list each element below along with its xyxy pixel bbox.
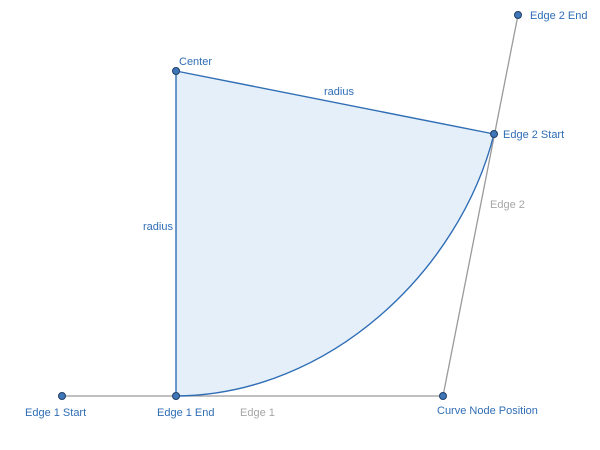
edge-1-label: Edge 1 — [240, 407, 275, 419]
arc-curve — [175, 133, 495, 397]
edge-1-end-point[interactable] — [172, 392, 180, 400]
edge-2-label: Edge 2 — [490, 199, 525, 211]
edge-2-end-label: Edge 2 End — [530, 10, 588, 22]
edge-2-line — [442, 14, 519, 397]
radius-top-label: radius — [324, 86, 354, 98]
edge-2-end-point[interactable] — [514, 11, 522, 19]
edge-1-start-label: Edge 1 Start — [25, 407, 86, 419]
radius-top-line — [175, 70, 495, 135]
center-label: Center — [179, 56, 212, 68]
edge-1-start-point[interactable] — [58, 392, 66, 400]
radius-left-label: radius — [143, 221, 173, 233]
edge-2-start-point[interactable] — [490, 130, 498, 138]
curve-node-label: Curve Node Position — [437, 405, 538, 417]
edge-1-end-label: Edge 1 End — [157, 407, 215, 419]
edge-2-start-label: Edge 2 Start — [503, 129, 564, 141]
filled-sector — [176, 71, 494, 396]
curve-node-point[interactable] — [439, 392, 447, 400]
center-point[interactable] — [172, 67, 180, 75]
